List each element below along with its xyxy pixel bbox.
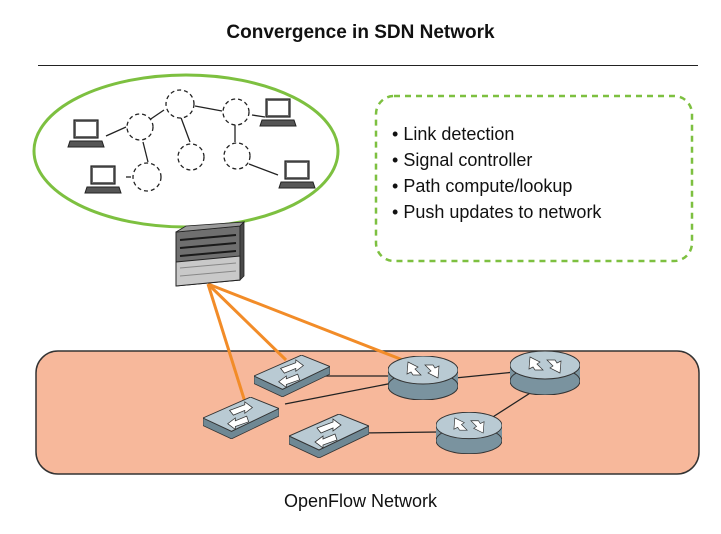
logical-node [165,89,195,119]
step-item: Path compute/lookup [392,173,601,199]
logical-node [223,142,251,170]
laptop-icon [84,165,122,194]
step-item: Link detection [392,121,601,147]
logical-nodes [126,89,251,192]
network-caption: OpenFlow Network [283,491,438,511]
logical-node [177,143,205,171]
router-icon [436,412,502,454]
openflow-network-region [35,350,700,475]
logical-node [132,162,162,192]
logical-node [126,113,154,141]
server-icon [175,221,246,287]
logical-node [222,98,250,126]
data-plane-links [284,371,539,434]
laptop-icon [67,119,105,148]
step-item: Push updates to network [392,199,601,225]
router-icon [510,351,580,395]
diagram-title: Convergence in SDN Network [226,22,495,43]
title-divider [38,65,698,66]
router-icon [388,356,458,400]
step-item: Signal controller [392,147,601,173]
controller-links [206,282,409,403]
convergence-steps-list: Link detection Signal controller Path co… [392,121,601,225]
